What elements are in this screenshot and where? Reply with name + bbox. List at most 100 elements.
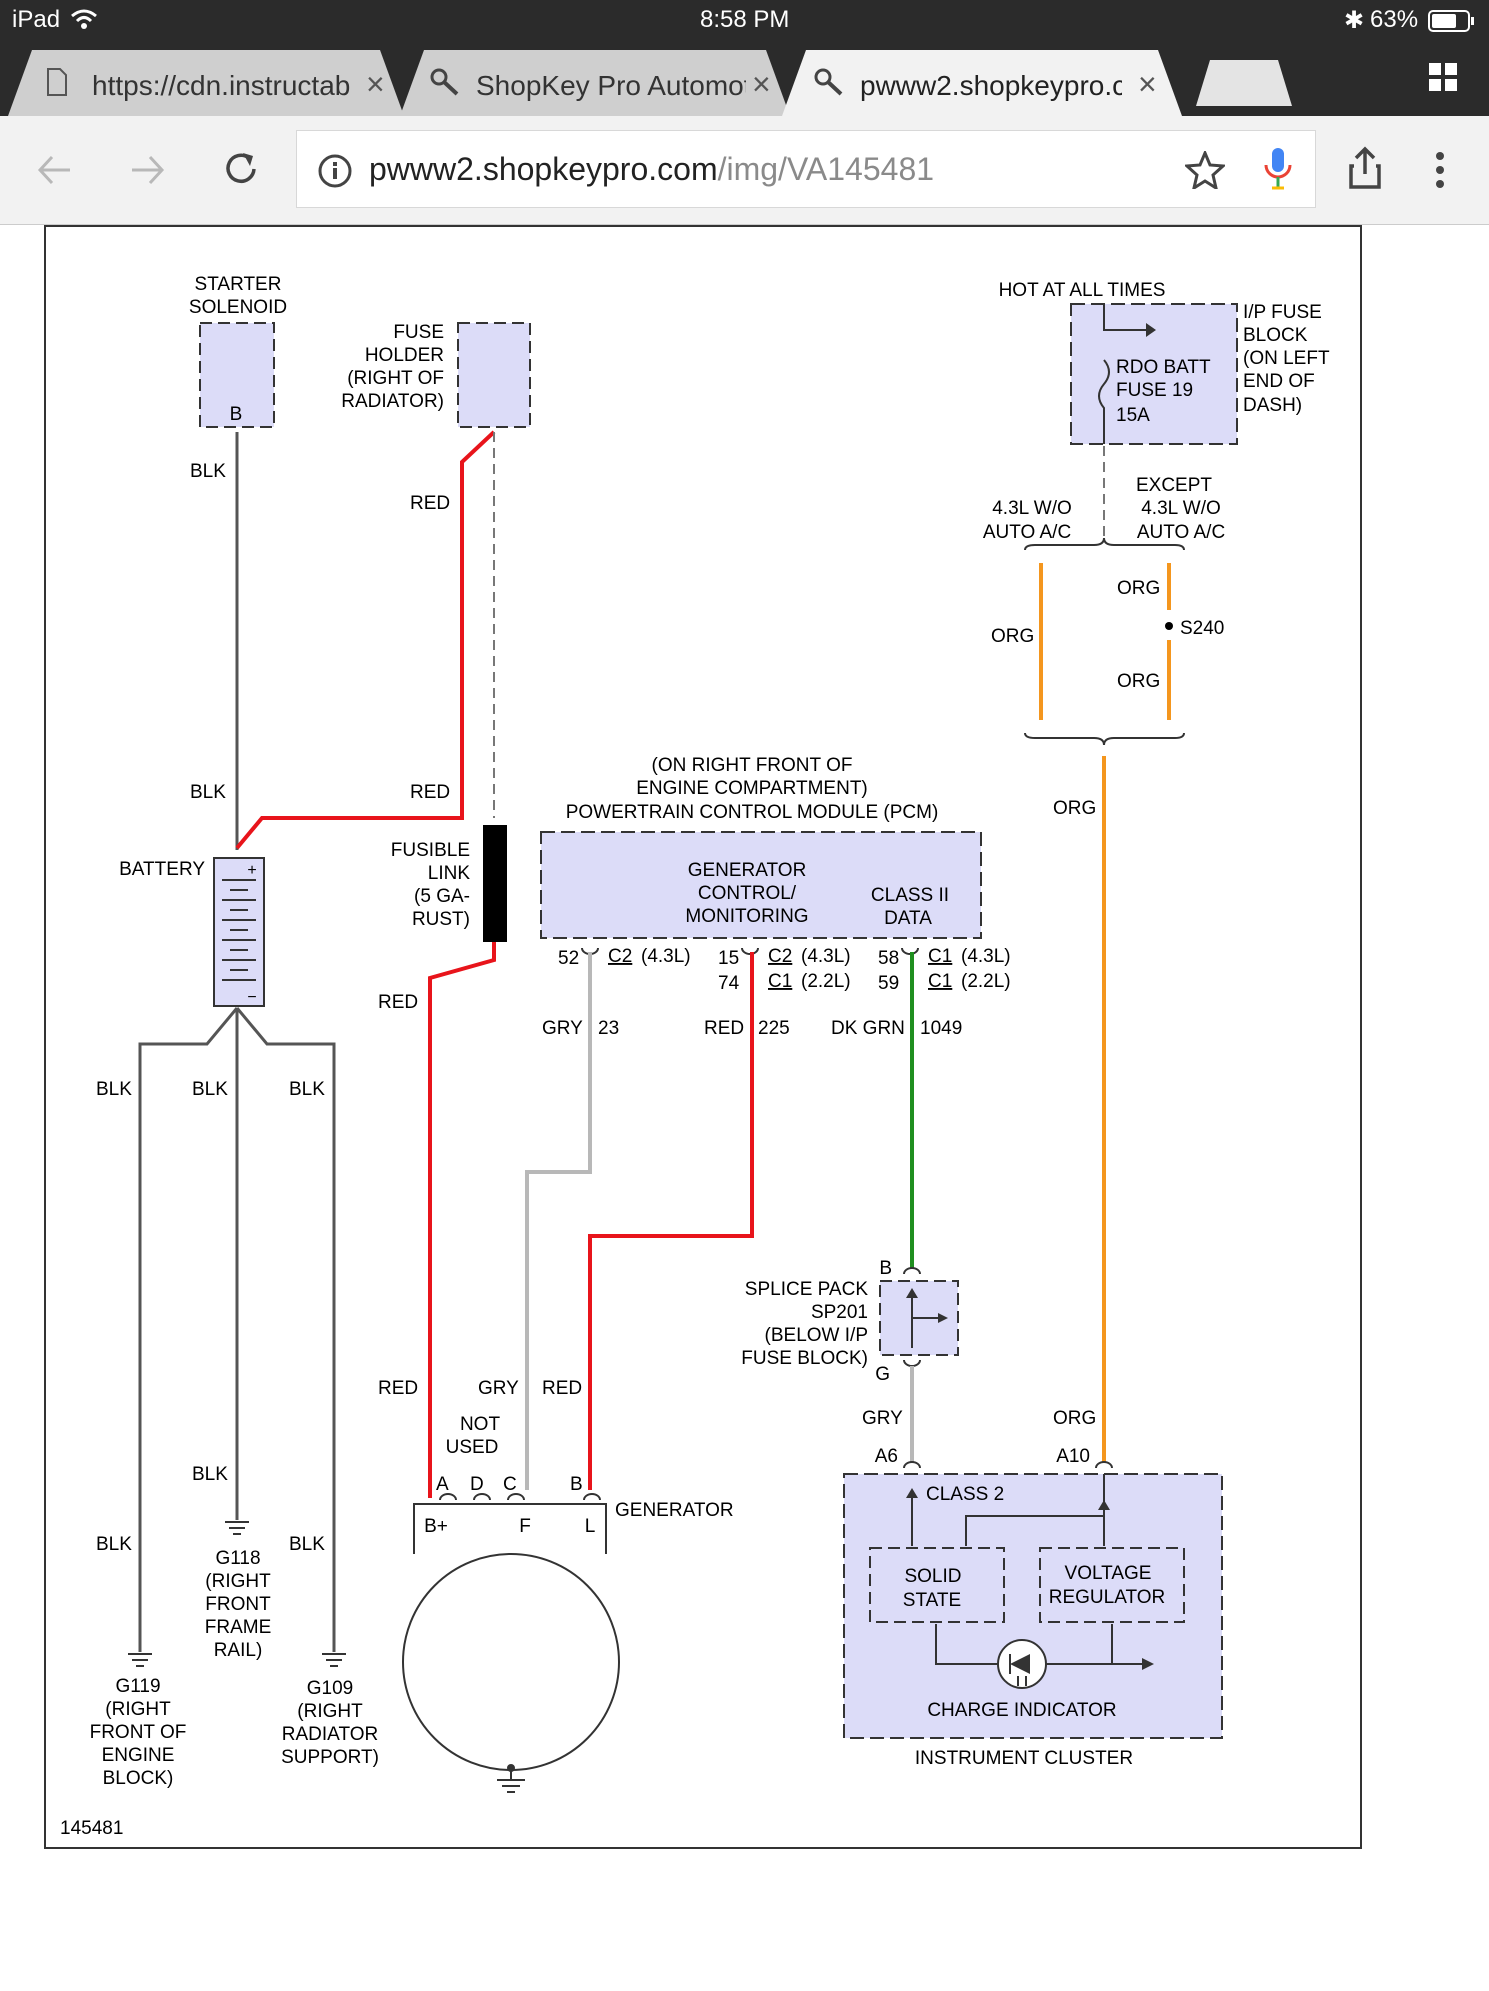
pin-59: 59 <box>878 973 899 994</box>
hot-label: HOT AT ALL TIMES <box>999 280 1166 301</box>
bookmark-star-icon[interactable] <box>1185 151 1225 189</box>
close-tab-icon[interactable]: × <box>366 66 385 102</box>
wire-label-blk-6: BLK <box>192 1464 228 1485</box>
pcm-loc-2: ENGINE COMPARTMENT) <box>636 778 868 799</box>
share-icon[interactable] <box>1348 146 1382 190</box>
g118-2: (RIGHT <box>205 1571 271 1592</box>
wire-label-blk-2: BLK <box>190 782 226 803</box>
wire-label-red-2: RED <box>410 782 450 803</box>
g118-3: FRONT <box>205 1594 271 1615</box>
ipfuse-5: DASH) <box>1243 395 1302 416</box>
battery-icon <box>1428 10 1474 32</box>
reload-icon[interactable] <box>222 150 260 188</box>
pcm-gen-1: GENERATOR <box>688 860 807 881</box>
url-path: /img/VA145481 <box>717 151 935 187</box>
tab-3-active[interactable]: pwww2.shopkeypro.c × <box>782 50 1182 116</box>
tab-strip: https://cdn.instructab × ShopKey Pro Aut… <box>0 40 1489 116</box>
info-icon[interactable] <box>317 153 353 189</box>
conn-43-a: (4.3L) <box>641 946 691 967</box>
splice-s240: S240 <box>1180 618 1224 639</box>
url-text[interactable]: pwww2.shopkeypro.com/img/VA145481 <box>369 151 934 188</box>
wire-label-red-5: RED <box>542 1378 582 1399</box>
close-tab-icon[interactable]: × <box>1138 66 1157 102</box>
g109-2: (RIGHT <box>297 1701 363 1722</box>
rdo-3: 15A <box>1116 405 1150 426</box>
fusible-4: RUST) <box>412 909 470 930</box>
address-bar[interactable]: pwww2.shopkeypro.com/img/VA145481 <box>296 130 1316 208</box>
fuse-holder-4: RADIATOR) <box>341 391 444 412</box>
wire-label-blk-7: BLK <box>96 1534 132 1555</box>
g118-4: FRAME <box>205 1617 272 1638</box>
ipfuse-3: (ON LEFT <box>1243 348 1330 369</box>
wifi-icon <box>71 9 97 29</box>
menu-icon[interactable] <box>1434 150 1446 190</box>
tab-title: ShopKey Pro Automot <box>476 70 746 101</box>
conn-22-b: (2.2L) <box>801 971 851 992</box>
g109-1: G109 <box>307 1678 353 1699</box>
circuit-23: 23 <box>598 1018 619 1039</box>
gen-f: F <box>519 1516 531 1537</box>
g119-1: G119 <box>115 1676 160 1697</box>
cluster-class2: CLASS 2 <box>926 1484 1004 1505</box>
g119-2: (RIGHT <box>105 1699 171 1720</box>
generator-label: GENERATOR <box>615 1500 734 1521</box>
gen-pin-b: B <box>570 1474 583 1495</box>
g119-3: FRONT OF <box>90 1722 187 1743</box>
pin-a6: A6 <box>875 1446 898 1467</box>
wrench-icon <box>814 68 843 96</box>
new-tab-button[interactable] <box>1196 60 1292 106</box>
wire-label-red-1: RED <box>410 493 450 514</box>
sp201-1: SPLICE PACK <box>745 1279 869 1300</box>
tab-switcher-icon[interactable] <box>1428 62 1458 92</box>
wire-label-blk-1: BLK <box>190 461 226 482</box>
wiring-diagram: STARTER SOLENOID B BLK BLK FUSE HOLDER (… <box>0 224 1489 1986</box>
g118-5: RAIL) <box>214 1640 263 1661</box>
tab-title: pwww2.shopkeypro.c <box>860 70 1122 101</box>
clock: 8:58 PM <box>700 6 790 33</box>
bracket-bottom <box>1024 732 1185 746</box>
forward-icon[interactable] <box>130 152 166 188</box>
pcm-gen-2: CONTROL/ <box>698 883 797 904</box>
close-tab-icon[interactable]: × <box>752 66 771 102</box>
instrument-cluster-label: INSTRUMENT CLUSTER <box>915 1748 1133 1769</box>
pin-a10: A10 <box>1056 1446 1090 1467</box>
wire-label-org-3: ORG <box>1117 671 1160 692</box>
ground-g118-icon <box>225 1521 249 1535</box>
generator-housing <box>413 1503 607 1554</box>
sp201-3: (BELOW I/P <box>765 1325 868 1346</box>
wire-label-org-5: ORG <box>1053 1408 1096 1429</box>
pcm-loc-1: (ON RIGHT FRONT OF <box>652 755 853 776</box>
starter-label-2: SOLENOID <box>189 297 287 318</box>
g109-3: RADIATOR <box>282 1724 378 1745</box>
rdo-1: RDO BATT <box>1116 357 1211 378</box>
tab-2[interactable]: ShopKey Pro Automot × <box>400 50 790 116</box>
wire-label-red-3: RED <box>378 992 418 1013</box>
url-host: pwww2.shopkeypro.com <box>369 151 718 187</box>
circuit-1049: 1049 <box>920 1018 962 1039</box>
back-icon[interactable] <box>36 152 72 188</box>
solid-state-2: STATE <box>903 1590 961 1611</box>
gen-connectors-icon <box>439 1493 601 1501</box>
battery-label: BATTERY <box>119 859 205 880</box>
g109-4: SUPPORT) <box>281 1747 379 1768</box>
wire-label-org-1: ORG <box>1117 578 1160 599</box>
charge-indicator-label: CHARGE INDICATOR <box>927 1700 1116 1721</box>
fuse-holder-1: FUSE <box>393 322 444 343</box>
conn-c2-a: C2 <box>608 946 632 967</box>
blk-wire-g119 <box>138 1007 239 1652</box>
fuse-holder-box <box>457 322 531 428</box>
pin-58: 58 <box>878 948 899 969</box>
battery-percent: 63% <box>1370 6 1419 33</box>
microphone-icon[interactable] <box>1263 147 1293 193</box>
wire-label-blk-8: BLK <box>289 1534 325 1555</box>
tab-1[interactable]: https://cdn.instructab × <box>8 50 404 116</box>
sp201-b: B <box>879 1258 892 1279</box>
document-icon <box>47 68 67 96</box>
fuse-symbol-icon <box>1098 359 1110 444</box>
g119-5: BLOCK) <box>103 1768 174 1789</box>
bluetooth-icon: ✱ <box>1344 7 1365 34</box>
wire-label-gry-2: GRY <box>862 1408 903 1429</box>
vr-1: VOLTAGE <box>1065 1563 1152 1584</box>
conn-c1-d: C1 <box>928 971 952 992</box>
gry-wire-f <box>525 952 592 1490</box>
